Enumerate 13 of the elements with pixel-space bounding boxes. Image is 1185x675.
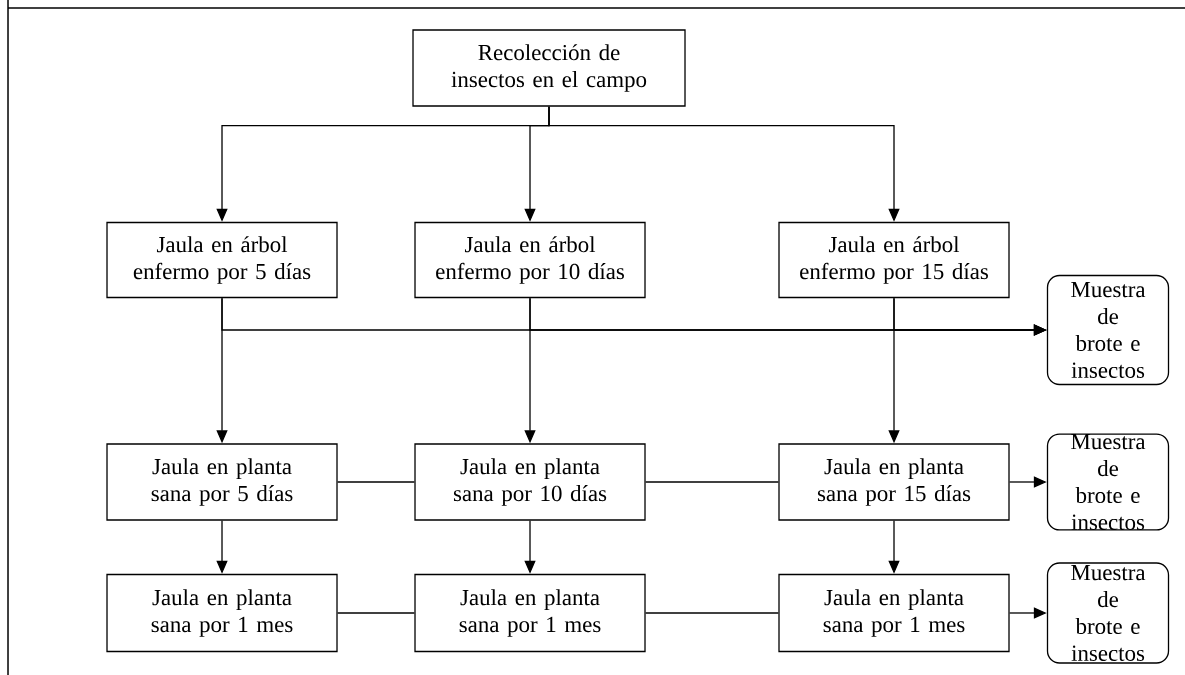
sample-box: Muestra de brote e insectos [1046,433,1170,531]
process-box: Jaula en planta sana por 5 días [106,443,338,521]
process-box: Recolección de insectos en el campo [412,29,686,107]
sample-box: Muestra de brote e insectos [1046,562,1170,664]
process-box: Jaula en planta sana por 15 días [778,443,1010,521]
process-box: Jaula en planta sana por 10 días [414,443,646,521]
process-box: Jaula en planta sana por 1 mes [106,573,338,653]
process-box: Jaula en árbol enfermo por 5 días [106,221,338,299]
process-box: Jaula en planta sana por 1 mes [778,573,1010,653]
process-box: Jaula en planta sana por 1 mes [414,573,646,653]
process-box: Jaula en árbol enfermo por 10 días [414,221,646,299]
process-box: Jaula en árbol enfermo por 15 días [778,221,1010,299]
sample-box: Muestra de brote e insectos [1046,274,1170,386]
